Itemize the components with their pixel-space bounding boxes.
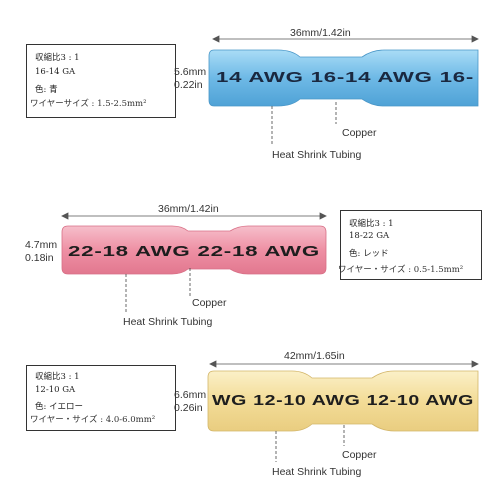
- length-arrow-blue: [212, 35, 479, 43]
- length-arrow-yellow: [209, 360, 479, 368]
- callout-lines-blue: [271, 102, 337, 146]
- spec-gauge: 18-22 GA: [349, 231, 390, 241]
- length-dimension: 36mm/1.42in: [290, 27, 351, 39]
- diameter-in: 0.26in: [174, 402, 203, 414]
- label-copper: Copper: [192, 297, 227, 309]
- callout-lines-red: [125, 268, 191, 312]
- tube-print-red: 22-18 AWG 22-18 AWG: [68, 243, 320, 260]
- spec-color: 色: イエロー: [35, 402, 83, 412]
- diameter-mm: 4.7mm: [25, 239, 58, 251]
- spec-box-red: 収縮比3 : 1 18-22 GA 色: レッド: [340, 210, 482, 280]
- label-heat-shrink-tubing: Heat Shrink Tubing: [272, 466, 362, 478]
- spec-box-blue: 収縮比3 : 1 16-14 GA 色: 青: [26, 44, 176, 118]
- spec-gauge: 12-10 GA: [35, 385, 76, 395]
- tube-print-blue: 14 AWG 16-14 AWG 16-: [216, 69, 474, 86]
- diameter-mm: 6.6mm: [174, 389, 207, 401]
- spec-color: 色: 青: [35, 85, 58, 95]
- label-copper: Copper: [342, 127, 377, 139]
- spec-box-yellow: 収縮比3 : 1 12-10 GA 色: イエロー: [26, 365, 176, 431]
- spec-ratio: 収縮比3 : 1: [35, 372, 80, 382]
- spec-ratio: 収縮比3 : 1: [349, 219, 394, 229]
- diameter-mm: 5.6mm: [174, 66, 207, 78]
- spec-wire-size: ワイヤーサイズ : 1.5-2.5mm²: [30, 99, 147, 109]
- spec-gauge: 16-14 GA: [35, 67, 76, 77]
- callout-lines-yellow: [275, 425, 345, 462]
- length-dimension: 42mm/1.65in: [284, 350, 345, 362]
- length-dimension: 36mm/1.42in: [158, 203, 219, 215]
- tube-print-yellow: WG 12-10 AWG 12-10 AWG: [212, 392, 474, 409]
- length-arrow-red: [61, 212, 327, 220]
- tube-blue: [208, 49, 479, 107]
- spec-color: 色: レッド: [349, 249, 389, 259]
- label-heat-shrink-tubing: Heat Shrink Tubing: [123, 316, 213, 328]
- diameter-in: 0.22in: [174, 79, 203, 91]
- spec-wire-size: ワイヤー・サイズ : 0.5-1.5mm²: [338, 265, 464, 275]
- spec-wire-size: ワイヤー・サイズ : 4.0-6.0mm²: [30, 415, 156, 425]
- label-copper: Copper: [342, 449, 377, 461]
- tube-yellow: [207, 370, 479, 432]
- spec-ratio: 収縮比3 : 1: [35, 53, 80, 63]
- tube-red: [61, 225, 327, 275]
- diameter-in: 0.18in: [25, 252, 54, 264]
- label-heat-shrink-tubing: Heat Shrink Tubing: [272, 149, 362, 161]
